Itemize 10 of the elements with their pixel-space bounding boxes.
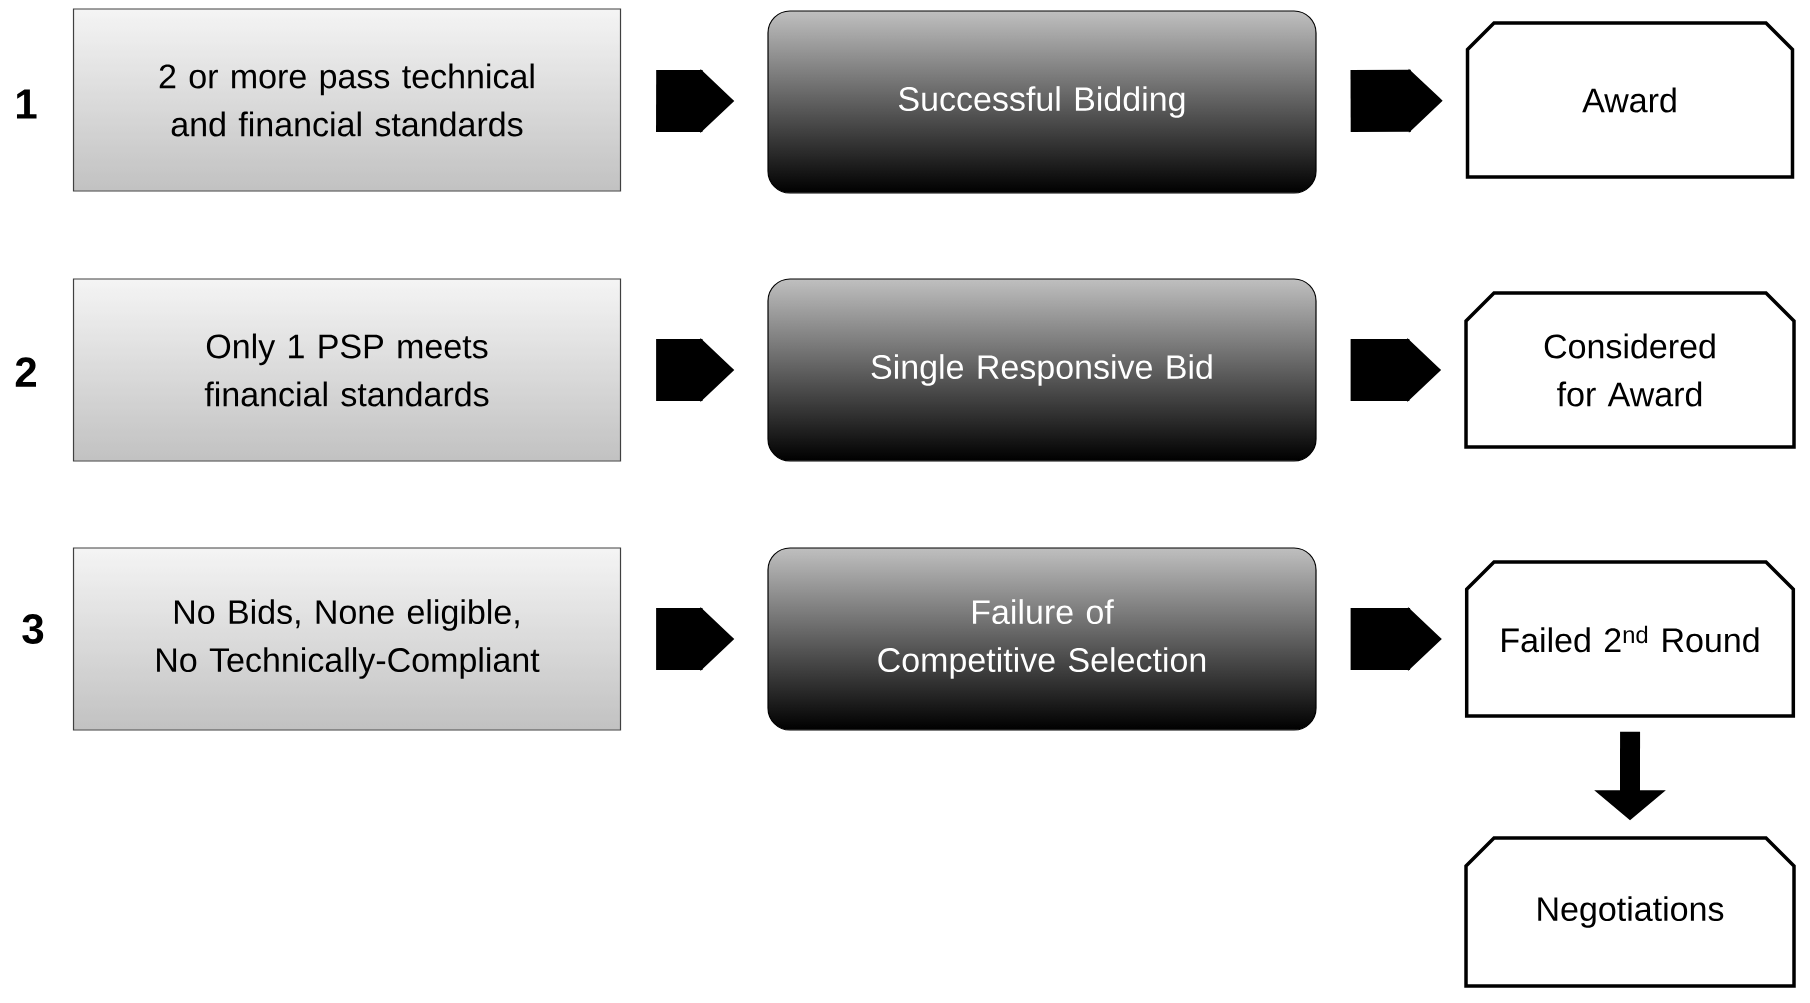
outcome-box: Failed 2$^{nd}$ Round bbox=[1464, 560, 1796, 718]
cond-box: No Bids, None eligible, No Technically-Compliant bbox=[72, 547, 622, 731]
process-box: Failure of Competitive Selection bbox=[767, 547, 1317, 731]
outcome-box: Award bbox=[1465, 21, 1795, 179]
outcome-box: Negotiations bbox=[1464, 836, 1796, 988]
cond-box: 2 or more pass technical and financial standards bbox=[72, 8, 622, 192]
outcome-box: Considered for Award bbox=[1464, 291, 1796, 449]
process-box: Single Responsive Bid bbox=[767, 278, 1317, 462]
cond-box: Only 1 PSP meets financial standards bbox=[72, 278, 622, 462]
process-box: Successful Bidding bbox=[767, 10, 1317, 194]
